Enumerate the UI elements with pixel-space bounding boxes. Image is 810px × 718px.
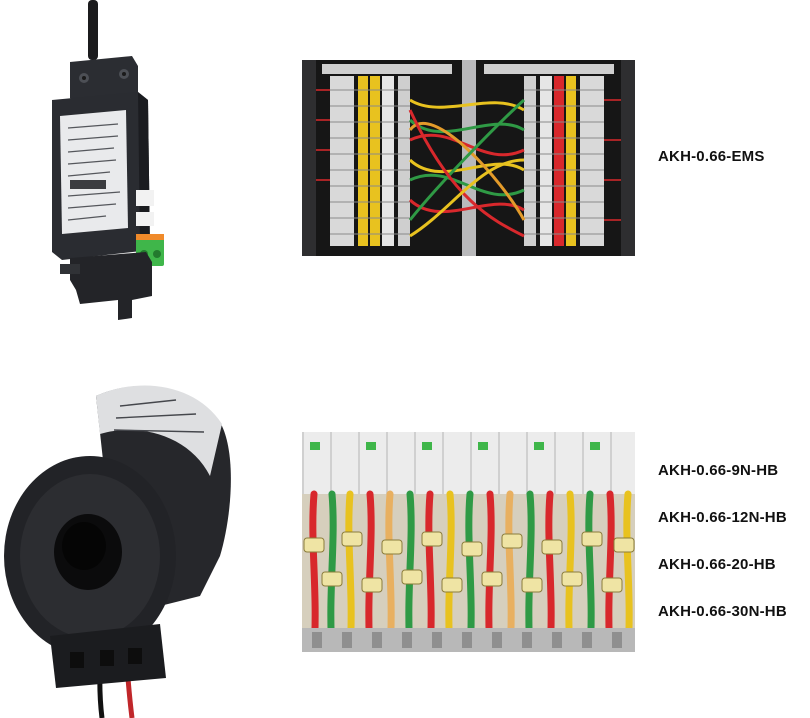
ring-current-transformer-icon [4, 385, 231, 718]
breaker-row-wiring-photo [302, 432, 635, 652]
product-image-hb [0, 366, 232, 718]
model-label-ems: AKH-0.66-EMS [658, 148, 765, 165]
model-label-9n-hb: AKH-0.66-9N-HB [658, 462, 779, 479]
distribution-cabinet-wiring-photo [302, 60, 635, 256]
scene-image-hb [302, 432, 635, 652]
scene-image-ems [302, 60, 635, 256]
model-label-20-hb: AKH-0.66-20-HB [658, 556, 776, 573]
din-rail-current-transformer-icon [52, 0, 164, 320]
model-label-12n-hb: AKH-0.66-12N-HB [658, 509, 787, 526]
product-image-ems [40, 0, 200, 322]
model-label-30n-hb: AKH-0.66-30N-HB [658, 603, 787, 620]
